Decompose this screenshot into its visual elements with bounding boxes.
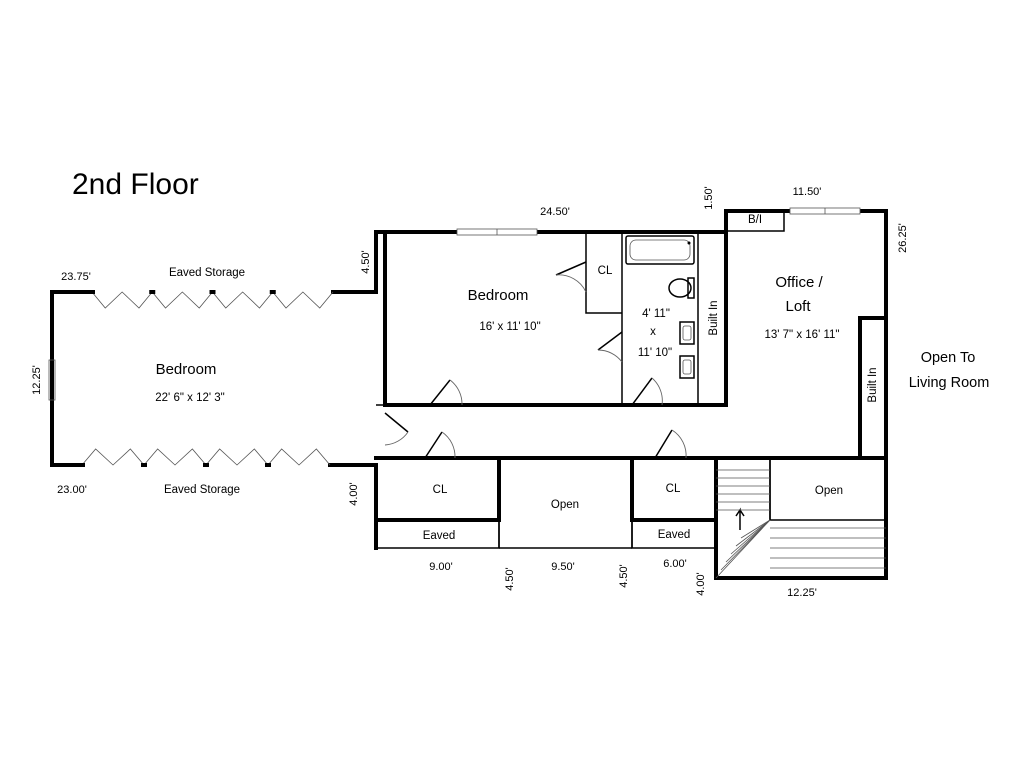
side-note-line2: Living Room xyxy=(909,375,990,391)
closet-top-door xyxy=(555,261,587,276)
bifold-bottom-leaf xyxy=(205,448,269,466)
closet-top-label: CL xyxy=(598,265,613,277)
bifold-top-post xyxy=(209,290,216,294)
eaved-storage-doors xyxy=(79,290,334,467)
bath-size-line3: 11' 10" xyxy=(638,347,672,359)
windows xyxy=(456,207,861,236)
stair-winder xyxy=(740,519,771,539)
corridor-door xyxy=(384,412,409,433)
office-name-line1: Office / xyxy=(775,274,823,291)
bath-door xyxy=(597,331,623,351)
bifold-top-post xyxy=(269,290,276,294)
doors xyxy=(384,261,687,459)
left-bedroom-name: Bedroom xyxy=(156,361,217,378)
left-bedroom-size: 22' 6" x 12' 3" xyxy=(155,392,224,404)
office-name-line2: Loft xyxy=(785,298,811,315)
dim-26-25: 26.25' xyxy=(897,223,909,253)
bifold-bottom-leaf xyxy=(267,448,331,466)
west-window xyxy=(48,359,56,401)
closet-left-door xyxy=(424,431,443,459)
bifold-bottom-post xyxy=(265,463,271,467)
toilet-bowl xyxy=(668,278,692,298)
dim-4-50-a: 4.50' xyxy=(504,567,516,591)
center-bedroom-name: Bedroom xyxy=(468,287,529,304)
stair-arrow-icon xyxy=(735,507,745,530)
sink-1 xyxy=(679,321,695,345)
stair-winder xyxy=(735,519,771,547)
dim-4-00-right: 4.00' xyxy=(695,572,707,596)
office-size: 13' 7" x 16' 11" xyxy=(764,329,839,341)
bifold-bottom-leaf xyxy=(81,448,145,466)
closet-right-door-swing xyxy=(671,429,687,459)
bifold-top-post xyxy=(89,290,95,294)
closet-lower-left-label: CL xyxy=(433,484,448,496)
bi-box xyxy=(725,210,785,232)
stair-winder xyxy=(730,519,771,555)
dim-9-50: 9.50' xyxy=(551,561,575,573)
thin-lines xyxy=(48,210,886,549)
bath-builtin-label: Built In xyxy=(708,300,720,335)
eaved-storage-top-label: Eaved Storage xyxy=(169,267,245,279)
closet-top-walls xyxy=(585,232,622,314)
bath-bottom-door-swing xyxy=(651,377,663,406)
dim-23-00: 23.00' xyxy=(57,484,87,496)
toilet-tank xyxy=(687,277,695,299)
sink-2 xyxy=(679,355,695,379)
sink-1-basin xyxy=(682,325,692,341)
bifold-top-leaf xyxy=(272,291,334,309)
bath-size-line2: x xyxy=(650,326,656,338)
dim-11-50: 11.50' xyxy=(793,186,822,198)
bath-door-swing xyxy=(597,349,623,363)
open-right-label: Open xyxy=(815,485,843,497)
stair-winder xyxy=(725,519,771,563)
dim-4-50-top: 4.50' xyxy=(360,250,372,274)
bi-label: B/I xyxy=(748,214,762,226)
dim-24-50: 24.50' xyxy=(540,206,570,218)
bedroom-door xyxy=(429,379,451,406)
eaved-storage-bottom-label: Eaved Storage xyxy=(164,484,240,496)
closet-top-door-swing xyxy=(555,274,587,293)
staircase xyxy=(715,458,886,579)
closet-right-door xyxy=(654,429,673,459)
bifold-top-post xyxy=(149,290,156,294)
bathtub xyxy=(625,235,695,265)
bifold-top-leaf xyxy=(212,291,274,309)
bathtub-basin xyxy=(629,239,691,261)
bath-fixtures xyxy=(625,235,695,379)
eaved-left-label: Eaved xyxy=(423,530,456,542)
bifold-bottom-post xyxy=(79,463,85,467)
corridor-door-swing xyxy=(384,431,409,446)
dim-23-75: 23.75' xyxy=(61,271,91,283)
closet-left-door-swing xyxy=(441,431,456,459)
bifold-bottom-post xyxy=(203,463,209,467)
bifold-bottom-leaf xyxy=(143,448,207,466)
closet-lower-right-label: CL xyxy=(666,483,681,495)
dim-9-00: 9.00' xyxy=(429,561,453,573)
dim-4-00-left: 4.00' xyxy=(348,482,360,506)
dim-4-50-b: 4.50' xyxy=(618,564,630,588)
bath-size-line1: 4' 11" xyxy=(642,308,670,320)
bifold-bottom-post xyxy=(141,463,147,467)
bifold-top-leaf xyxy=(151,291,213,309)
side-note-line1: Open To xyxy=(921,350,976,366)
office-builtin-label: Built In xyxy=(867,367,879,402)
eaved-right-label: Eaved xyxy=(658,529,691,541)
plan-title: 2nd Floor xyxy=(72,168,199,201)
bath-bottom-door xyxy=(631,377,653,406)
center-bedroom-size: 16' x 11' 10" xyxy=(479,321,540,333)
bifold-top-leaf xyxy=(91,291,153,309)
dim-12-25-bottom: 12.25' xyxy=(787,587,817,599)
office-builtin-wall xyxy=(858,316,888,460)
left-bedroom-wall-top xyxy=(50,290,84,467)
dim-1-50: 1.50' xyxy=(703,186,715,210)
open-center-label: Open xyxy=(551,499,579,511)
sink-2-basin xyxy=(682,359,692,375)
dim-12-25-left: 12.25' xyxy=(31,365,43,395)
bathtub-drain xyxy=(687,241,691,245)
bedroom-door-swing xyxy=(449,379,463,406)
dim-6-00: 6.00' xyxy=(663,558,687,570)
